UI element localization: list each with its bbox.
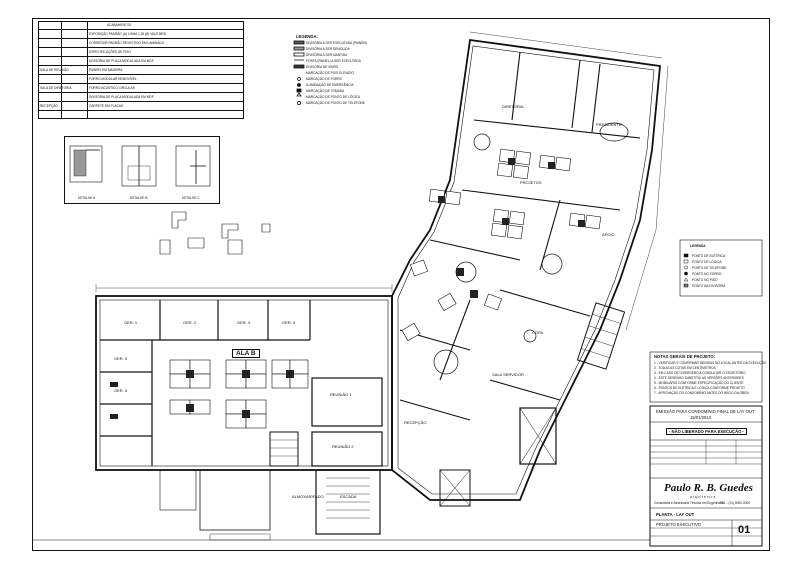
finish-row-2: CORREDOR PADRÃO REVESTIDO EM LAMINADO xyxy=(89,41,165,45)
sheet-number: 01 xyxy=(738,524,751,536)
note-item: 5 - MOBILIÁRIO CONFORME ESPECIFICAÇÃO DO… xyxy=(654,381,744,385)
finish-row-4: DIVISÓRIA DE PLACA MODULADA EM MDF xyxy=(89,59,154,63)
finish-row-6: FORRO MODULAR REMOVÍVEL xyxy=(89,77,137,81)
legend-item: ILUMINAÇÃO DE EMERGÊNCIA xyxy=(306,83,354,87)
room-label: GER. 4 xyxy=(282,320,296,325)
room-label: PRESIDENTE xyxy=(596,122,622,127)
note-item: 3 - EM CASO DE DIVERGÊNCIA CONSULTAR O E… xyxy=(654,371,746,375)
finish-row-8: DIVISÓRIA DE PLACA MODULADA EM MDF xyxy=(89,95,154,99)
key-legend-item: PONTO NA DIVISÓRIA xyxy=(692,284,726,288)
room-label: GER. 6 xyxy=(114,388,128,393)
company-address: Consultoria e Assessoria Técnica em Enge… xyxy=(654,501,724,505)
legend-item: MARCAÇÃO DE PONTO DE LÓGICA xyxy=(306,95,361,99)
finish-row-5: PAINÉIS EM MADEIRA xyxy=(89,68,123,72)
legend-item: DIVISÓRIA DE VIDRO xyxy=(306,65,339,69)
room-label: GER. 2 xyxy=(183,320,197,325)
key-legend-item: PONTO DE TELEFONE xyxy=(692,266,727,270)
notes-title: NOTAS GERAIS DE PROJETO: xyxy=(654,354,716,359)
note-item: 4 - ESTE DESENHO SUBSTITUI AS VERSÕES AN… xyxy=(654,376,744,380)
key-legend-item: PONTO NO FORRO xyxy=(692,272,722,276)
room-label: DIRETORIA xyxy=(502,104,524,109)
note-item: 1 - VERIFICAR E CONFIRMAR MEDIDAS NO LOC… xyxy=(654,361,767,365)
room-label: ALMOXARIFADO xyxy=(292,494,324,499)
revision-date: 15/01/2013 xyxy=(690,415,711,420)
details-box xyxy=(64,136,220,204)
status-stamp: - NÃO LIBERADO PARA EXECUÇÃO - xyxy=(666,428,747,435)
room-label: COPA xyxy=(532,330,544,335)
legend-item: MARCAÇÃO DE FORRO xyxy=(306,77,343,81)
drawing-frame xyxy=(32,18,770,551)
project-phase: PROJETO EXECUTIVO xyxy=(656,522,702,527)
key-legend-title: LEGENDA xyxy=(690,244,706,248)
room-label: SALA SERVIDOR xyxy=(492,372,524,377)
key-legend-item: PONTO DE LÓGICA xyxy=(692,260,722,264)
drawing-title: PLANTA - LAY OUT xyxy=(656,512,695,517)
room-label: ESCADA xyxy=(340,494,357,499)
room-label: APOIO xyxy=(602,232,615,237)
detail-c-label: DETALHE C xyxy=(182,196,200,200)
finish-row-8-key: RECEPÇÃO xyxy=(40,104,58,108)
wing-b-label: ALA B xyxy=(232,349,260,358)
company-phone: TEL.: (11) 0000-0000 xyxy=(720,501,751,505)
finishes-table-title: ACABAMENTOS xyxy=(107,23,132,27)
legend-item: MARCAÇÃO DE PONTO DE TELEFONE xyxy=(306,101,365,105)
detail-a-label: DETALHE A xyxy=(78,196,96,200)
finish-row-6-key: SALA DE DIRETORIA xyxy=(40,86,72,90)
revision-line-1: EMISSÃO PARA CONDOMÍNIO FINAL DE LAY OUT xyxy=(656,409,755,414)
key-legend-item: PONTO DE ELÉTRICA xyxy=(692,254,726,258)
legend-item: MARCAÇÃO DE PISO ELEVADO xyxy=(306,71,354,75)
key-legend-item: PONTO NO PISO xyxy=(692,278,718,282)
legend-item: MARCAÇÃO DE TOMADA xyxy=(306,89,345,93)
finishes-table: ACABAMENTOS EXPOSIÇÃO PADRÃO (A) LINHA 1… xyxy=(38,21,244,119)
note-item: 2 - TODAS AS COTAS EM CENTÍMETROS xyxy=(654,366,716,370)
finish-row-1: EXPOSIÇÃO PADRÃO (A) LINHA 1.25 (B) VALE… xyxy=(89,32,167,36)
room-label: REUNIÃO 1 xyxy=(330,392,352,397)
finish-row-3: ESPECIFICAÇÕES DE PISO xyxy=(89,50,131,54)
finish-row-9: CARPETE EM PLACAS xyxy=(89,104,124,108)
room-label: GER. 1 xyxy=(124,320,138,325)
company-name: Paulo R. B. Guedes xyxy=(664,482,753,494)
company-subtitle: arquitetura xyxy=(690,495,717,499)
legend-item: PORTA (PAINEL) A SER EXECUTADA xyxy=(306,59,361,63)
legend-box: LEGENDA: DIVISÓRIA A SER EXECUTADA (PAIN… xyxy=(292,34,412,112)
legend-item: DIVISÓRIA A SER EXECUTADA (PAINÉIS) xyxy=(306,41,368,45)
legend-item: DIVISÓRIA A SER DEMOLIDA xyxy=(306,47,350,51)
detail-b-label: DETALHE B xyxy=(130,196,148,200)
room-label: GER. 3 xyxy=(237,320,251,325)
legend-item: DIVISÓRIA A SER MANTIDA xyxy=(306,53,348,57)
room-label: RECEPÇÃO xyxy=(404,420,427,425)
finish-row-7: FORRO ACÚSTICO CIRCULAR xyxy=(89,86,135,90)
room-label: GER. 5 xyxy=(114,356,128,361)
note-item: 6 - PONTOS DE ELÉTRICA E LÓGICA CONFORME… xyxy=(654,386,745,390)
note-item: 7 - APROVAÇÃO DO CONDOMÍNIO ANTES DO INÍ… xyxy=(654,391,749,395)
room-label: PROJETOS xyxy=(520,180,542,185)
legend-list: DIVISÓRIA A SER EXECUTADA (PAINÉIS) DIVI… xyxy=(292,41,410,111)
finish-row-4-key: SALA DE REUNIÃO xyxy=(40,68,69,72)
legend-title: LEGENDA: xyxy=(296,34,318,39)
room-label: REUNIÃO 2 xyxy=(332,444,354,449)
